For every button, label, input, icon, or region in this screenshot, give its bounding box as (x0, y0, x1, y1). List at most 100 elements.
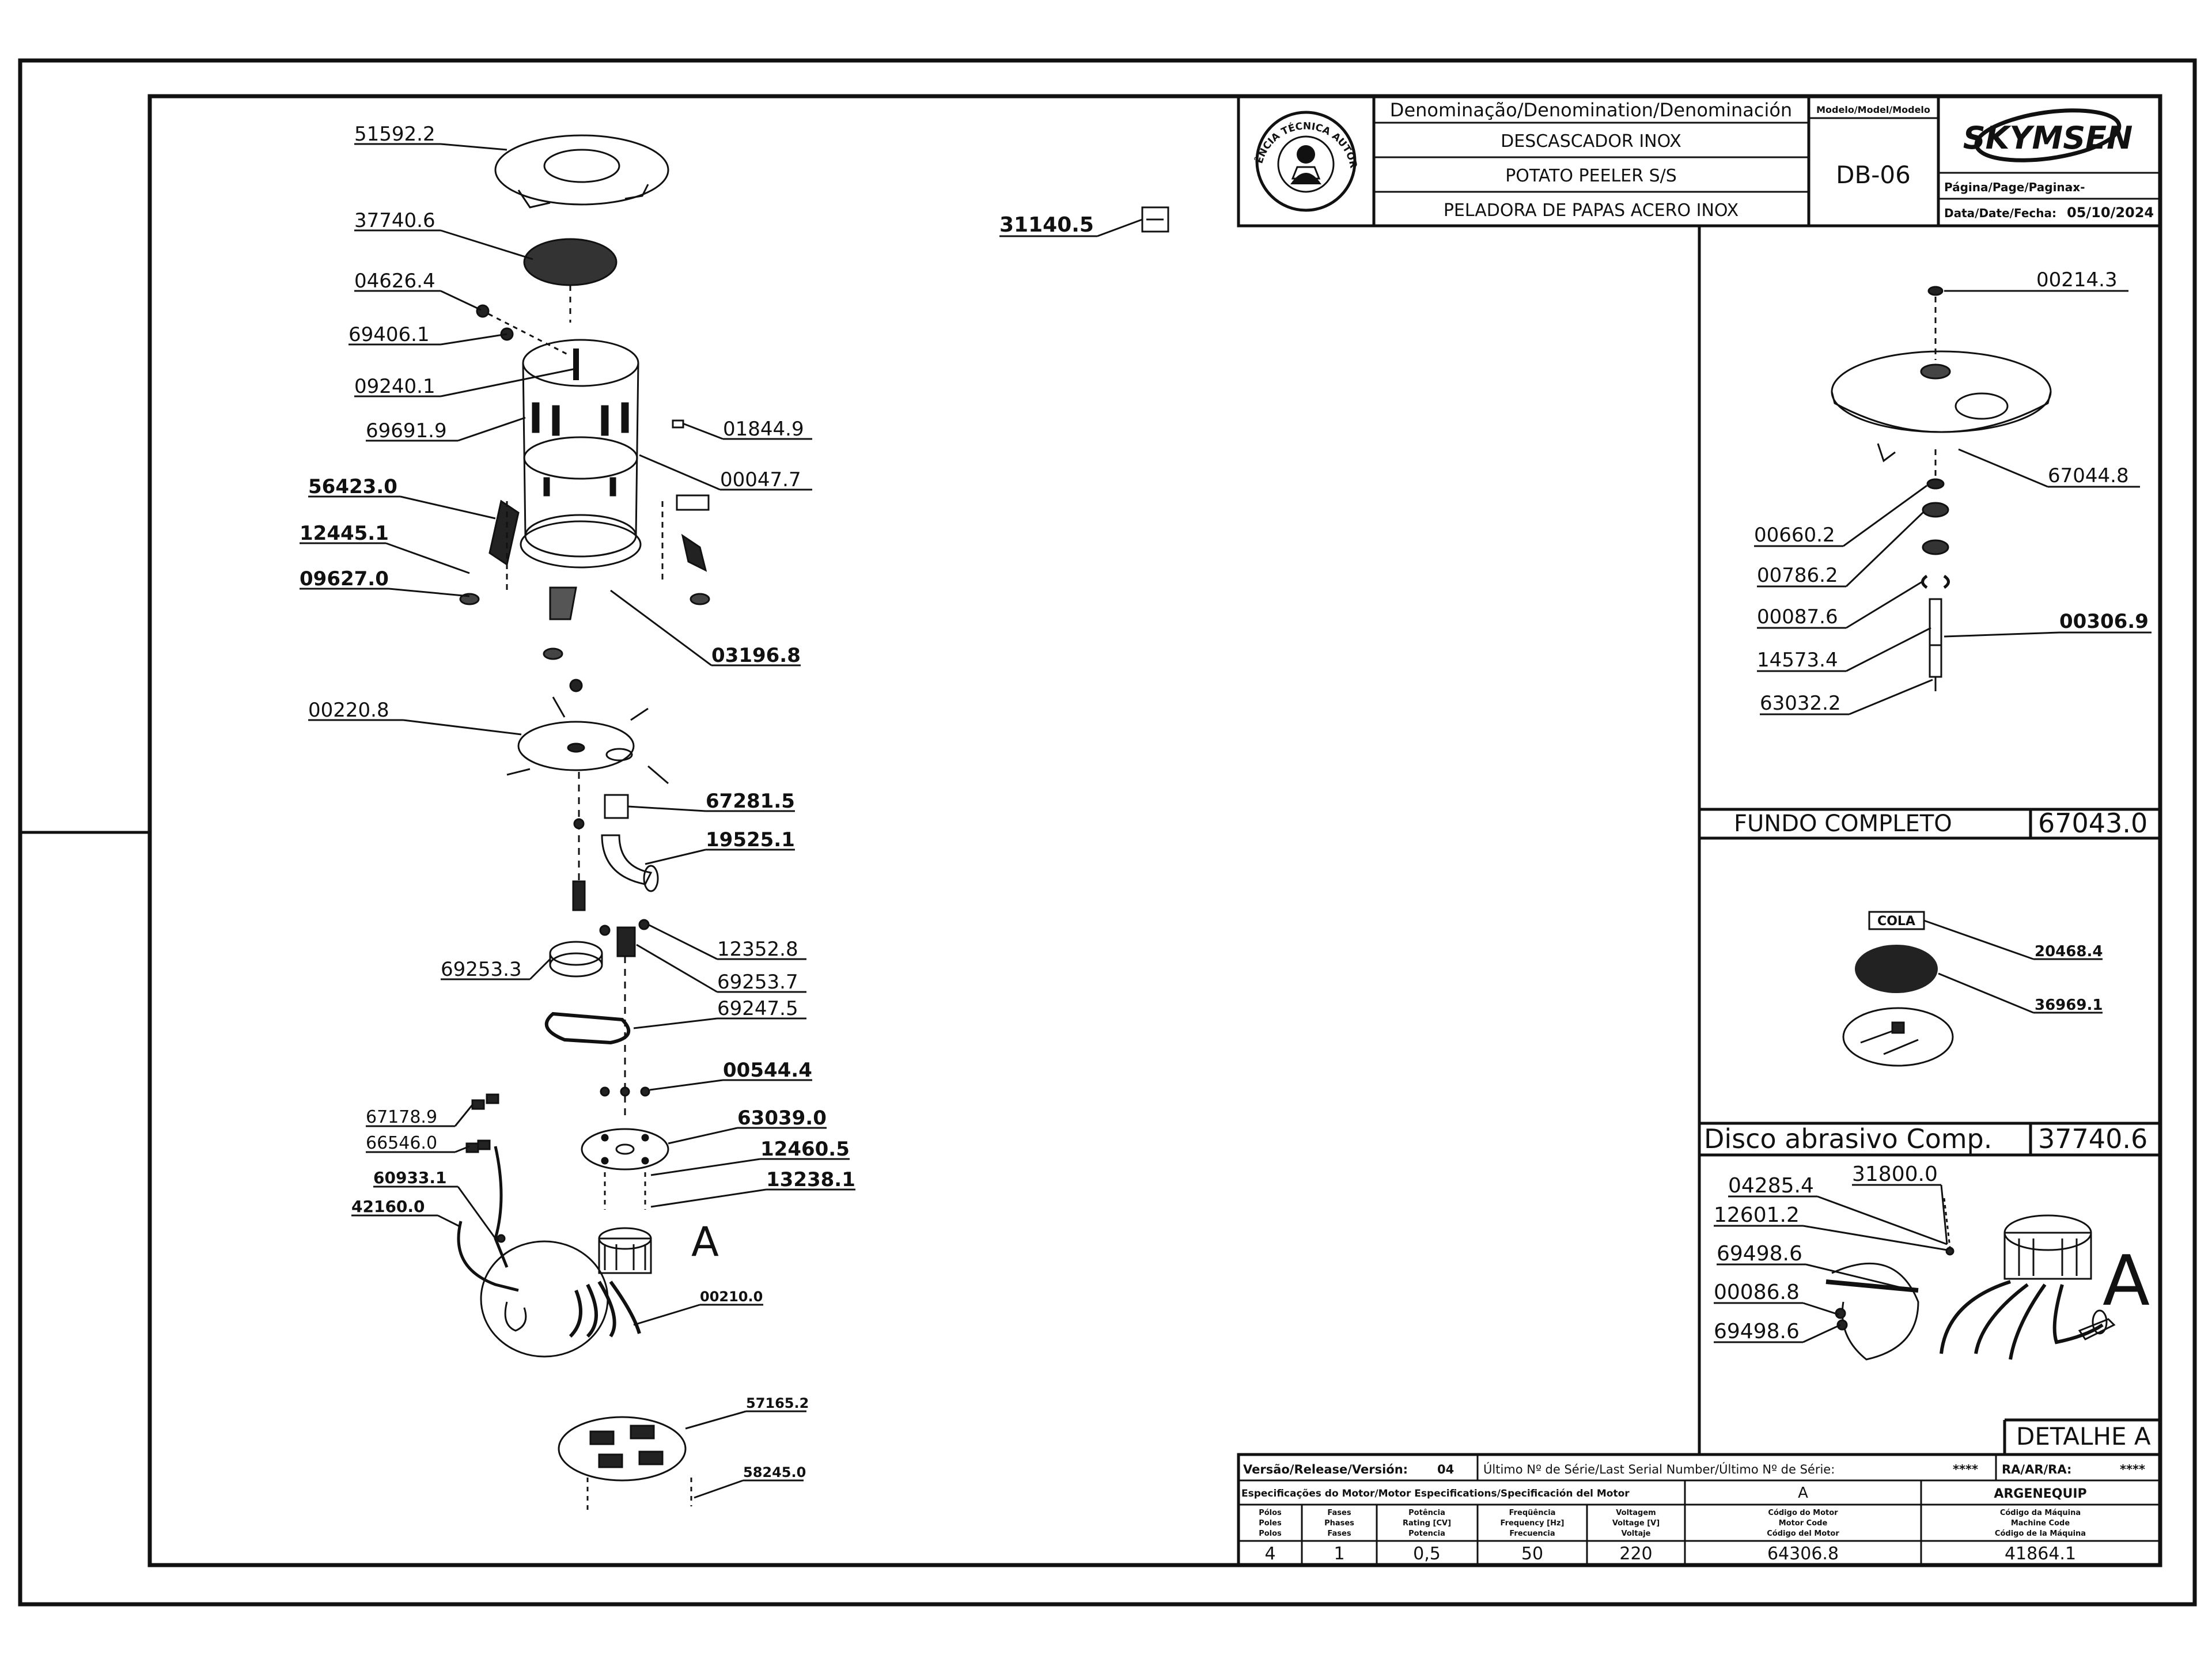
version-label: Versão/Release/Versión: (1243, 1463, 1408, 1476)
header-machine-code: Machine Code (2011, 1519, 2070, 1528)
header-machine-code: Código de la Máquina (1995, 1529, 2086, 1538)
header-motor-code: Código do Motor (1768, 1509, 1838, 1517)
part-label: 12445.1 (300, 522, 389, 545)
part-label: 31140.5 (999, 213, 1094, 237)
part-label: 12460.5 (760, 1138, 850, 1161)
part-label: 69247.5 (717, 997, 798, 1020)
detail-letter: A (2103, 1241, 2150, 1321)
version-value: 04 (1437, 1463, 1454, 1476)
seal-text: ASSISTÊNCIA TÉCNICA AUTORIZADA (0, 0, 1359, 169)
part-label: 67281.5 (706, 790, 795, 813)
header-machine-code: Código da Máquina (2000, 1509, 2081, 1517)
header-frequency: Frecuencia (1509, 1529, 1555, 1538)
date-label: Data/Date/Fecha: (1944, 206, 2056, 220)
detalhe-part-label: 00086.8 (1714, 1281, 1800, 1304)
brand-name: SKYMSEN (1963, 120, 2133, 156)
motor-plate-part (581, 1128, 669, 1171)
value-phases: 1 (1334, 1544, 1344, 1564)
model-header: Modelo/Model/Modelo (1816, 104, 1930, 115)
detalhe-part-label: 69498.6 (1714, 1320, 1800, 1343)
part-label: 56423.0 (308, 475, 397, 498)
small-pulley-part (616, 926, 636, 957)
fundo-completo-panel: 00214.3 67044.8 00660.2 00786.2 00087.6 … (1734, 268, 2152, 839)
detalhe-part-label: 31800.0 (1852, 1162, 1938, 1186)
part-label: 03196.8 (711, 644, 801, 667)
fundo-title: FUNDO COMPLETO (1734, 810, 1952, 837)
header-phases: Fases (1327, 1509, 1351, 1517)
disco-part-label: 36969.1 (2035, 997, 2103, 1014)
main-exploded-view: A (457, 134, 1169, 1512)
fundo-part-label: 63032.2 (1760, 692, 1841, 715)
part-label: 13238.1 (766, 1168, 855, 1191)
main-part-labels: 51592.2 37740.6 04626.4 69406.1 09240.1 … (300, 123, 1094, 1480)
date-value: 05/10/2024 (2067, 204, 2154, 221)
detalhe-a-panel: 04285.4 31800.0 12601.2 69498.6 00086.8 … (1714, 1162, 2151, 1450)
fundo-part-label: 00306.9 (2059, 610, 2149, 633)
page-value: -x- (2068, 180, 2085, 194)
cylinder-body-part (520, 339, 642, 569)
header-motor-code: Motor Code (1779, 1519, 1828, 1528)
foot-bracket-right (681, 533, 707, 572)
label-plate-part (672, 419, 684, 429)
pulley-part (549, 941, 603, 978)
motor-spec-label: Especificações do Motor/Motor Especifica… (1241, 1488, 1630, 1499)
value-frequency: 50 (1521, 1544, 1543, 1564)
motor-part (480, 1227, 652, 1358)
denomination-header: Denominação/Denomination/Denominación (1390, 99, 1792, 121)
part-label: 58245.0 (743, 1464, 806, 1480)
detalhe-part-label: 04285.4 (1728, 1174, 1814, 1198)
part-label: 01844.9 (723, 418, 804, 441)
part-label: 69253.7 (717, 971, 798, 994)
fundo-code: 67043.0 (2038, 808, 2147, 839)
part-label: 04626.4 (354, 270, 435, 293)
fundo-part-label: 00087.6 (1757, 605, 1838, 628)
header-motor-code: Código del Motor (1767, 1529, 1839, 1538)
header-voltage: Voltage [V] (1612, 1519, 1660, 1528)
part-label: 19525.1 (706, 828, 795, 851)
page-label: Página/Page/Pagina: (1944, 180, 2077, 194)
ra-label: RA/AR/RA: (2002, 1463, 2071, 1476)
header-voltage: Voltagem (1616, 1509, 1656, 1517)
part-label: 51592.2 (354, 123, 435, 146)
bushing-part (604, 794, 629, 819)
header-poles: Pólos (1259, 1509, 1282, 1517)
part-label: 00210.0 (700, 1289, 763, 1305)
header-frequency: Frequency [Hz] (1501, 1519, 1565, 1528)
part-label: 09627.0 (300, 567, 389, 590)
fundo-part-label: 14573.4 (1757, 649, 1838, 672)
header-phases: Fases (1327, 1529, 1351, 1538)
header-phases: Phases (1324, 1519, 1354, 1528)
motor-letter: A (1798, 1484, 1808, 1502)
name-es: PELADORA DE PAPAS ACERO INOX (1444, 200, 1738, 221)
value-motor-code: 64306.8 (1767, 1544, 1839, 1564)
fundo-part-label: 00660.2 (1754, 524, 1835, 547)
abrasive-disc-icon (1855, 945, 1938, 993)
belt-part (544, 1012, 631, 1045)
value-voltage: 220 (1619, 1544, 1652, 1564)
maker-name: ARGENEQUIP (1994, 1487, 2086, 1501)
header-frequency: Freqüência (1509, 1509, 1556, 1517)
part-label: 42160.0 (351, 1197, 425, 1216)
base-plate-part (558, 1416, 692, 1512)
part-label: 37740.6 (354, 209, 435, 232)
cola-tag: COLA (1877, 914, 1915, 929)
main-leader-lines (300, 143, 1143, 1499)
drain-part (549, 586, 577, 620)
header-power: Potência (1408, 1509, 1445, 1517)
abrasive-disc-part (523, 238, 618, 286)
detalhe-part-label: 12601.2 (1714, 1203, 1800, 1227)
fundo-part-label: 00214.3 (2036, 268, 2118, 291)
right-panels-frame (1698, 226, 2160, 1455)
value-machine-code: 41864.1 (2005, 1544, 2076, 1564)
part-label: 12352.8 (717, 938, 798, 961)
value-poles: 4 (1264, 1544, 1275, 1564)
lid-part (494, 134, 669, 206)
foot-bracket-left (488, 499, 520, 566)
motor-spec-table: Versão/Release/Versión: 04 Último Nº de … (1237, 1453, 2162, 1567)
fundo-part-label: 00786.2 (1757, 564, 1838, 587)
model-code: DB-06 (1836, 161, 1911, 189)
part-label: 09240.1 (354, 375, 435, 398)
authorized-service-seal: ASSISTÊNCIA TÉCNICA AUTORIZADA (0, 0, 1359, 212)
part-label: 00544.4 (723, 1059, 812, 1082)
